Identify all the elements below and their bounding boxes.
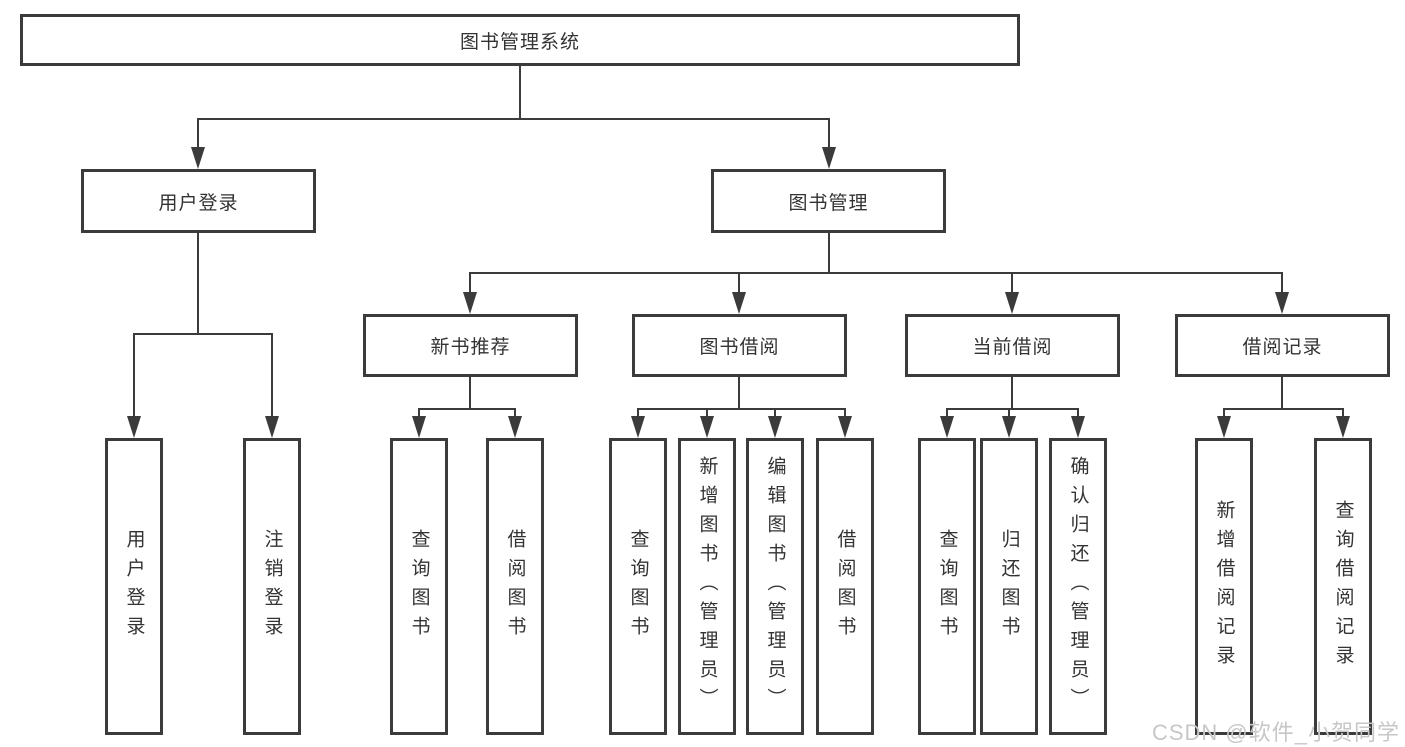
connector-borrowing-bus [637,408,846,410]
connector-drop-g3-1 [637,408,639,418]
connector-bookmgmt-bus [469,272,1283,274]
node-new-book-recommend-label: 新书推荐 [430,337,511,358]
arrowhead-g4-1 [940,416,954,438]
leaf-borrow-books-2-label: 借阅图书 [834,528,856,645]
node-user-login: 用户登录 [81,169,316,233]
leaf-confirm-return-admin: 确认归还（管理员） [1049,438,1107,735]
arrowhead-borrowing-records [1275,292,1289,314]
node-user-login-label: 用户登录 [158,192,239,214]
connector-borrowing-stub [738,377,740,408]
leaf-query-books-2-label: 查询图书 [627,528,649,645]
connector-records-bus [1223,408,1344,410]
arrowhead-g3-4 [838,416,852,438]
connector-current-bus [946,408,1079,410]
leaf-logout-label: 注销登录 [261,528,283,645]
arrowhead-user-login [191,147,205,169]
connector-drop-book-borrowing [738,272,740,294]
connector-drop-leaf-logout [271,333,273,418]
node-root-label: 图书管理系统 [459,31,580,53]
connector-drop-borrowing-records [1281,272,1283,294]
arrowhead-book-management [822,147,836,169]
leaf-add-borrow-record: 新增借阅记录 [1195,438,1253,735]
connector-drop-current-borrowing [1011,272,1013,294]
arrowhead-g3-1 [631,416,645,438]
leaf-borrow-books-1: 借阅图书 [486,438,544,735]
arrowhead-g2-2 [508,416,522,438]
leaf-return-books-label: 归还图书 [998,528,1020,645]
connector-drop-g3-2 [706,408,708,418]
connector-drop-leaf-user-login [133,333,135,418]
connector-bookmgmt-stub [828,233,830,272]
leaf-user-login-label: 用户登录 [123,528,145,645]
csdn-watermark: CSDN @软件_小贺同学 [1151,720,1400,745]
connector-drop-g4-1 [946,408,948,418]
connector-drop-g3-3 [774,408,776,418]
arrowhead-g5-2 [1336,416,1350,438]
connector-userlogin-bus [133,333,273,335]
connector-userlogin-stub [197,233,199,333]
arrowhead-g4-3 [1071,416,1085,438]
arrowhead-g4-2 [1002,416,1016,438]
connector-drop-g5-1 [1223,408,1225,418]
connector-root-bus [197,118,830,120]
node-book-management: 图书管理 [711,169,946,233]
leaf-query-books-2: 查询图书 [609,438,667,735]
leaf-borrow-books-2: 借阅图书 [816,438,874,735]
leaf-add-borrow-record-label: 新增借阅记录 [1213,499,1235,674]
connector-drop-book-management [828,118,830,148]
connector-root-stub [519,66,521,118]
arrowhead-g3-3 [768,416,782,438]
leaf-query-books-3-label: 查询图书 [936,528,958,645]
connector-newbook-bus [418,408,516,410]
leaf-add-books-admin: 新增图书（管理员） [678,438,736,735]
node-borrowing-records-label: 借阅记录 [1242,337,1323,358]
connector-newbook-stub [469,377,471,408]
leaf-query-borrow-record: 查询借阅记录 [1314,438,1372,735]
arrowhead-leaf-user-login [127,416,141,438]
leaf-query-books-1-label: 查询图书 [408,528,430,645]
connector-drop-g3-4 [844,408,846,418]
arrowhead-g3-2 [700,416,714,438]
leaf-add-books-admin-label: 新增图书（管理员） [696,456,718,717]
connector-drop-new-book-recommend [469,272,471,294]
leaf-borrow-books-1-label: 借阅图书 [504,528,526,645]
leaf-query-borrow-record-label: 查询借阅记录 [1332,499,1354,674]
arrowhead-book-borrowing [732,292,746,314]
connector-records-stub [1281,377,1283,408]
node-current-borrowing-label: 当前借阅 [972,337,1053,358]
leaf-logout: 注销登录 [243,438,301,735]
connector-drop-g2-1 [418,408,420,418]
node-new-book-recommend: 新书推荐 [363,314,578,377]
leaf-return-books: 归还图书 [980,438,1038,735]
connector-drop-g5-2 [1342,408,1344,418]
arrowhead-g5-1 [1217,416,1231,438]
node-book-borrowing: 图书借阅 [632,314,847,377]
leaf-query-books-3: 查询图书 [918,438,976,735]
node-borrowing-records: 借阅记录 [1175,314,1390,377]
leaf-confirm-return-admin-label: 确认归还（管理员） [1067,456,1089,717]
connector-current-stub [1011,377,1013,408]
connector-drop-g4-2 [1008,408,1010,418]
node-current-borrowing: 当前借阅 [905,314,1120,377]
leaf-user-login: 用户登录 [105,438,163,735]
node-book-borrowing-label: 图书借阅 [699,337,780,358]
leaf-query-books-1: 查询图书 [390,438,448,735]
arrowhead-leaf-logout [265,416,279,438]
leaf-edit-books-admin: 编辑图书（管理员） [746,438,804,735]
arrowhead-current-borrowing [1005,292,1019,314]
arrowhead-g2-1 [412,416,426,438]
connector-drop-g4-3 [1077,408,1079,418]
node-root: 图书管理系统 [20,14,1020,66]
leaf-edit-books-admin-label: 编辑图书（管理员） [764,456,786,717]
connector-drop-g2-2 [514,408,516,418]
node-book-management-label: 图书管理 [788,192,869,214]
connector-drop-user-login [197,118,199,148]
arrowhead-new-book-recommend [463,292,477,314]
